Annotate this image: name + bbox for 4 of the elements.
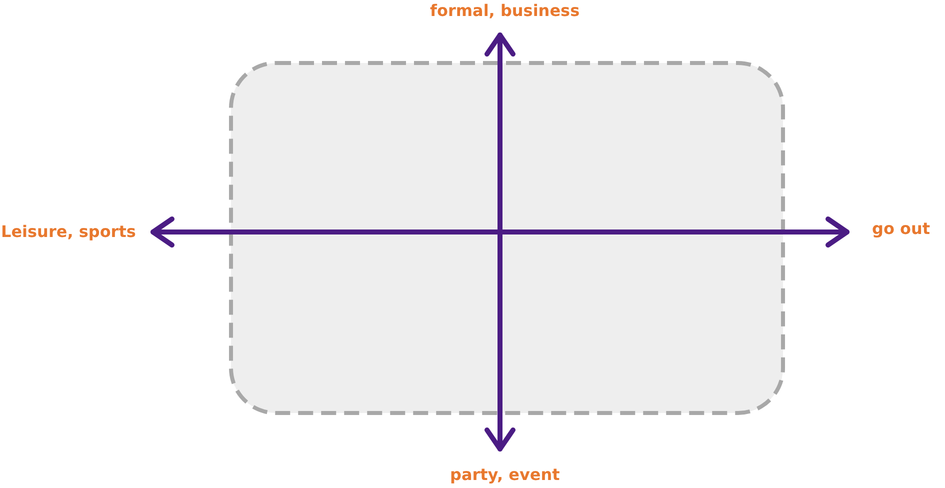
axis-label: formal, business — [430, 1, 580, 21]
axis-label: party, event — [450, 465, 560, 485]
axis-label: Leisure, sports — [1, 222, 136, 242]
axis-label: go out — [872, 219, 930, 239]
